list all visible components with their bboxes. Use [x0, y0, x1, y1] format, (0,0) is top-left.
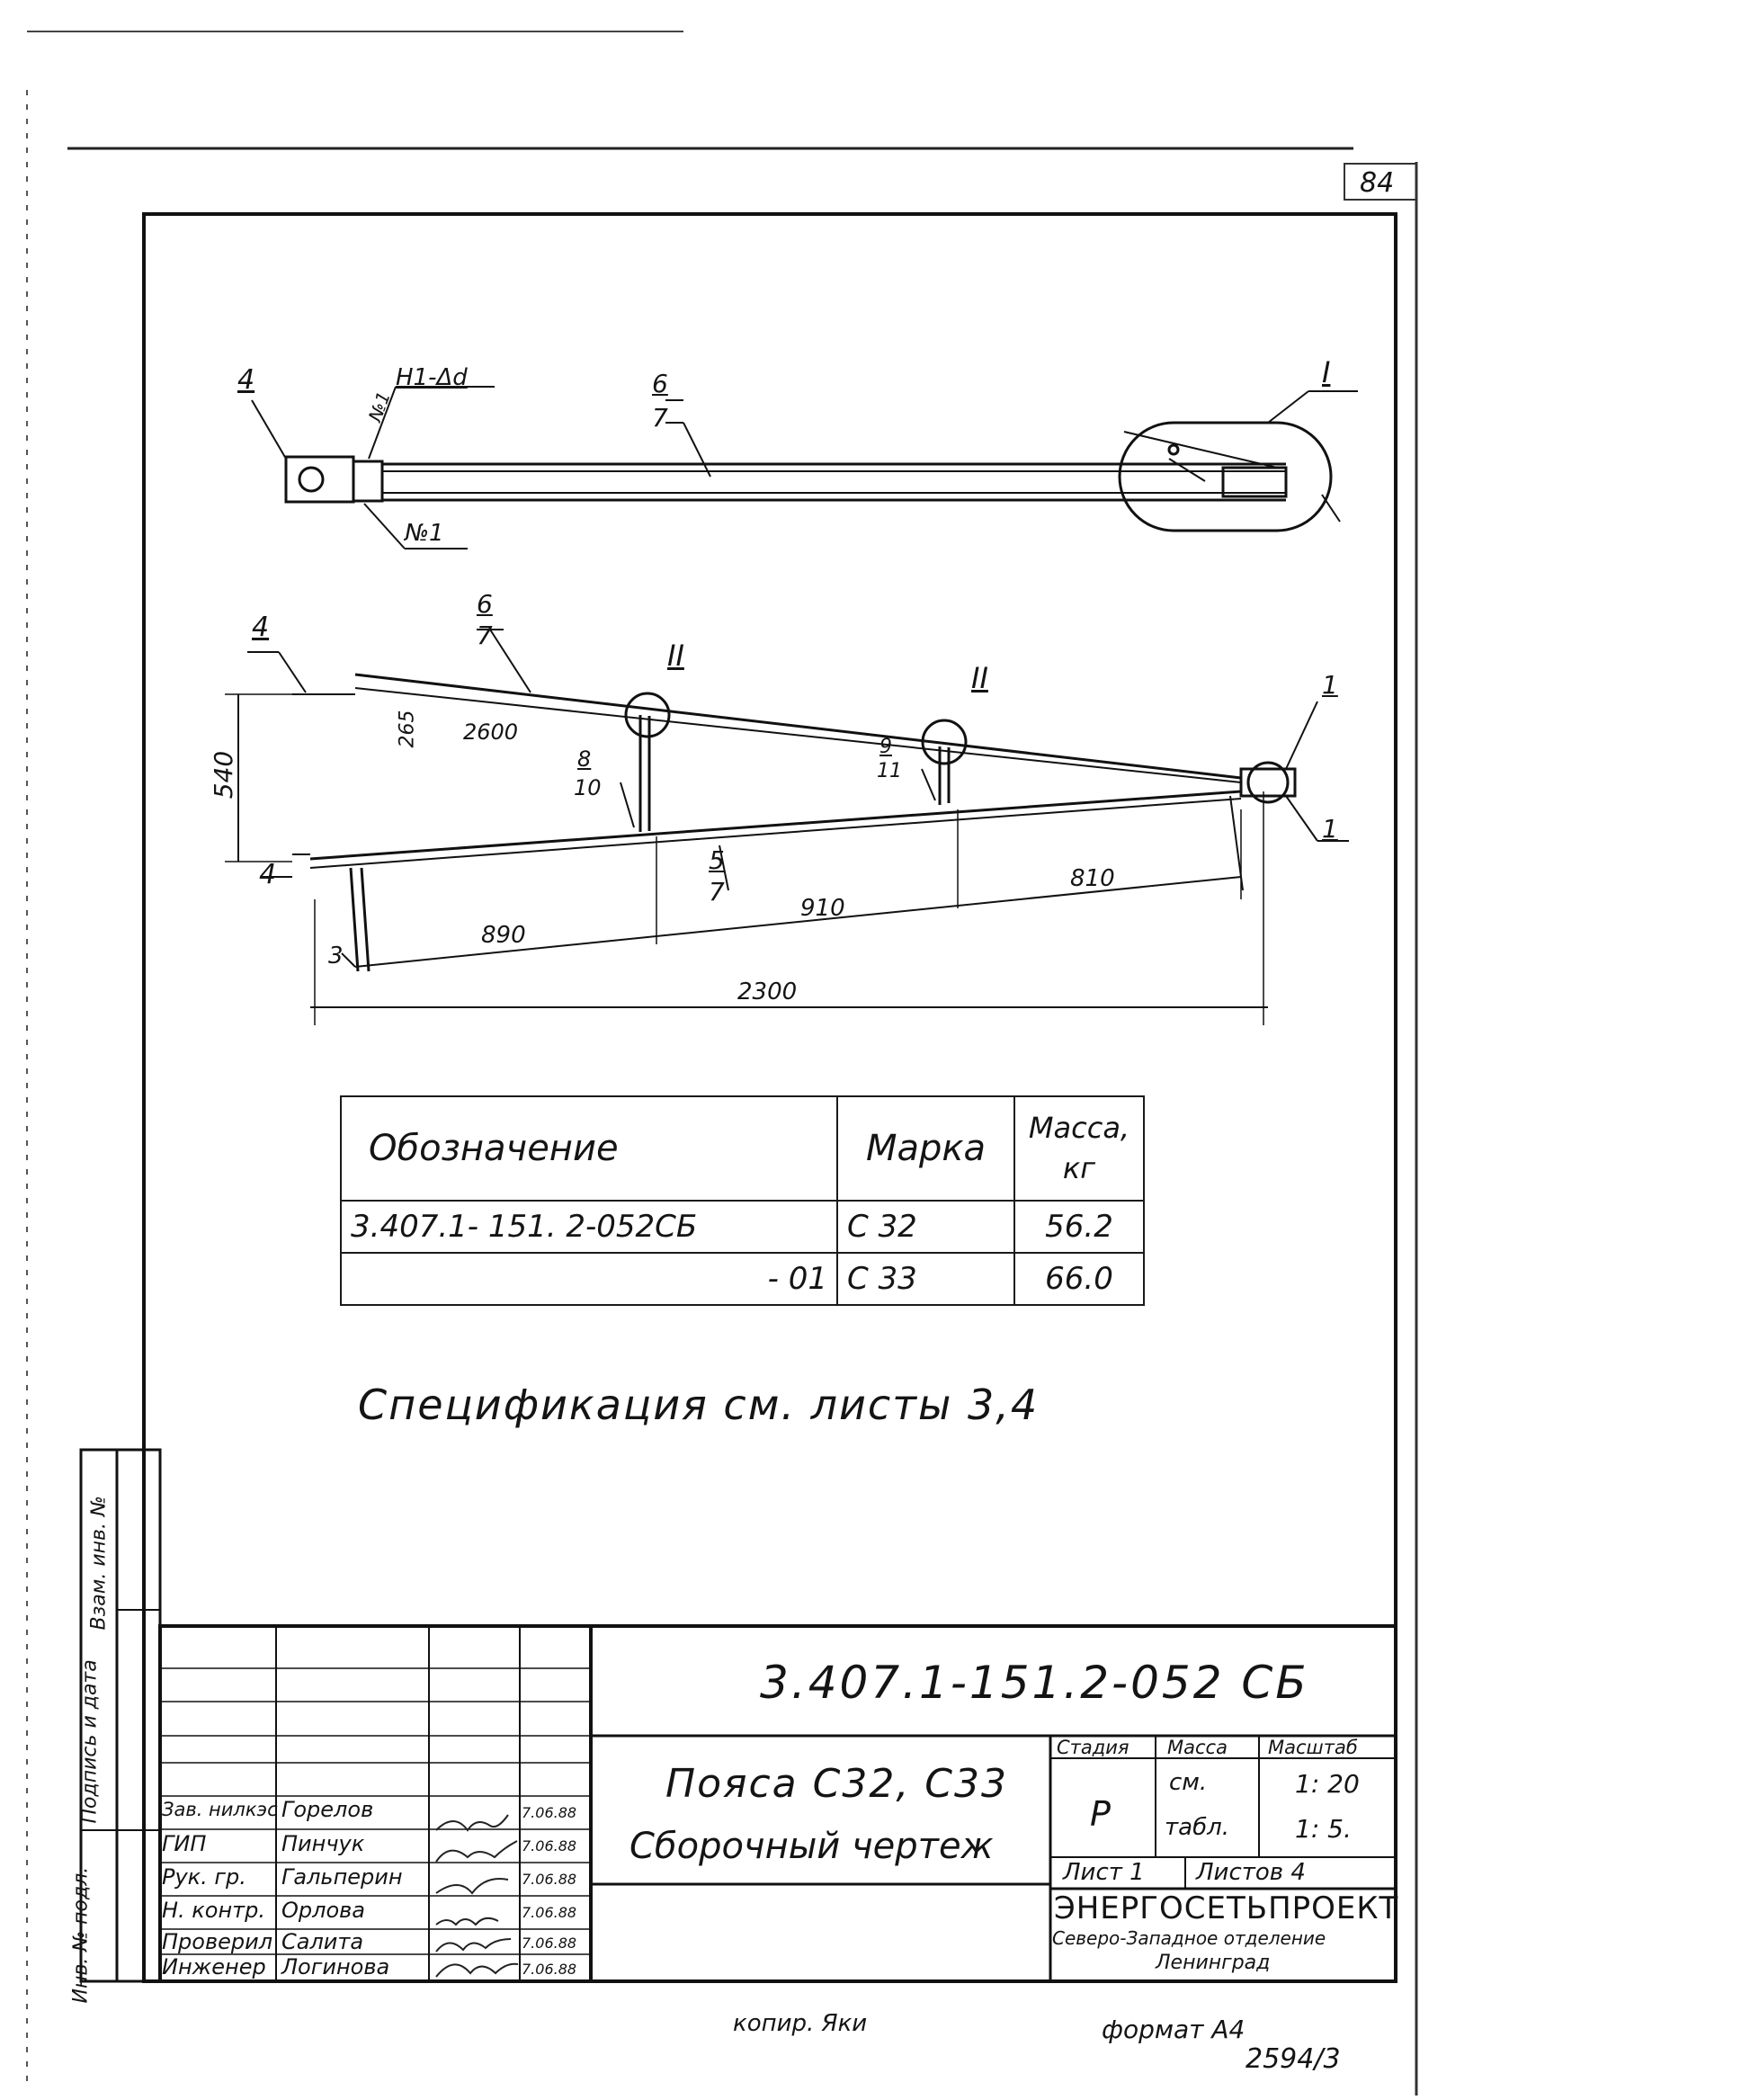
top-label-weld-1-bottom: №1 [405, 520, 444, 547]
drawing-title-line2: Сборочный чертеж [629, 1826, 994, 1867]
side-stamp-grid [79, 1448, 162, 1983]
org-city: Ленинград [1156, 1952, 1271, 1974]
dim-2300: 2300 [737, 979, 798, 1005]
scale-value-2: 1: 5. [1295, 1814, 1352, 1844]
org-name: ЭНЕРГОСЕТЬПРОЕКТ [1054, 1890, 1399, 1926]
staff-role: Зав. нилкэс [162, 1799, 278, 1820]
sheet-number-box [1344, 163, 1417, 201]
staff-date: 7.06.88 [522, 1804, 577, 1821]
side-stamp-replaced-inv: Взам. инв. № [87, 1496, 111, 1631]
front-label-part-7-lower: 7 [709, 877, 725, 907]
staff-date: 7.06.88 [522, 1871, 577, 1888]
header-mark: Марка [836, 1095, 1015, 1202]
staff-name: Логинова [281, 1954, 390, 1979]
front-label-part-9: 9 [879, 736, 892, 758]
archive-number: 2594/3 [1246, 2043, 1341, 2075]
signature-pinchuk [435, 1840, 518, 1863]
row-1-designation: 3.407.1- 151. 2-052СБ [340, 1200, 838, 1254]
front-label-part-4-bottom: 4 [259, 859, 277, 890]
paper-format: формат А4 [1102, 2015, 1246, 2044]
spec-table: Обозначение Марка Масса, кг 3.407.1- 151… [340, 1095, 1145, 1306]
staff-role: Н. контр. [162, 1898, 266, 1923]
document-code: 3.407.1-151.2-052 СБ [760, 1657, 1309, 1709]
row-2-mark: С 33 [836, 1252, 1015, 1306]
staff-date: 7.06.88 [522, 1935, 577, 1952]
dim-890: 890 [481, 922, 526, 949]
side-stamp-inv-number: Инв. № подл. [69, 1866, 93, 2004]
row-2-mass: 66.0 [1013, 1252, 1145, 1306]
dim-910: 910 [800, 895, 845, 922]
top-label-part-4: 4 [237, 364, 255, 396]
staff-name: Орлова [281, 1898, 365, 1923]
node-ii-label-1: II [667, 639, 684, 673]
staff-date: 7.06.88 [522, 1904, 577, 1921]
org-branch: Северо-Западное отделение [1052, 1927, 1326, 1949]
staff-name: Гальперин [281, 1864, 403, 1890]
signature-gorelov [435, 1814, 509, 1832]
sheet-label: Лист 1 [1063, 1859, 1145, 1886]
signature-loginova [435, 1962, 519, 1978]
detail-i-label: I [1322, 355, 1331, 389]
signature-orlova [435, 1917, 499, 1926]
staff-role: Рук. гр. [162, 1864, 246, 1890]
signatures [435, 1814, 519, 1978]
front-label-part-1-top: 1 [1322, 670, 1338, 700]
spec-table-header: Обозначение Марка Масса, кг [340, 1095, 1145, 1202]
drawing-title-line1: Пояса С32, С33 [665, 1761, 1009, 1807]
scale-header: Масштаб [1268, 1737, 1358, 1758]
staff-date: 7.06.88 [522, 1961, 577, 1978]
top-label-part-7: 7 [652, 403, 668, 433]
scale-value-1: 1: 20 [1295, 1769, 1360, 1799]
row-1-mass: 56.2 [1013, 1200, 1145, 1254]
dim-2600: 2600 [463, 719, 519, 745]
mass-value-1: см. [1169, 1769, 1208, 1796]
side-stamp-signature-date: Подпись и дата [78, 1659, 102, 1824]
front-view [225, 629, 1349, 1025]
staff-role: ГИП [162, 1831, 207, 1856]
top-label-h1: H1-Δd [396, 364, 468, 391]
staff-role: Проверил [162, 1929, 273, 1954]
spec-note: Спецификация см. листы 3,4 [358, 1381, 1040, 1429]
staff-role: Инженер [162, 1954, 266, 1979]
front-label-part-1-bottom: 1 [1322, 814, 1338, 844]
front-label-part-8: 8 [577, 746, 592, 772]
staff-name: Пинчук [281, 1831, 365, 1856]
dim-540: 540 [209, 750, 239, 800]
staff-date: 7.06.88 [522, 1837, 577, 1854]
top-label-part-6: 6 [652, 369, 668, 398]
table-row: - 01 С 33 66.0 [340, 1252, 1145, 1306]
front-label-part-7: 7 [477, 621, 493, 650]
detail-i-callout [1118, 421, 1333, 532]
sheets-count: Листов 4 [1196, 1859, 1306, 1886]
row-2-designation: - 01 [340, 1252, 838, 1306]
table-row: 3.407.1- 151. 2-052СБ С 32 56.2 [340, 1200, 1145, 1254]
mass-value-2: табл. [1165, 1814, 1229, 1841]
sheet-number: 84 [1360, 167, 1395, 199]
copied-by: копир. Яки [733, 2010, 868, 2037]
dim-265: 265 [396, 710, 419, 748]
dim-810: 810 [1070, 865, 1115, 892]
front-label-part-11: 11 [877, 760, 902, 782]
header-designation: Обозначение [340, 1095, 838, 1202]
signature-galperin [435, 1878, 509, 1895]
row-1-mark: С 32 [836, 1200, 1015, 1254]
staff-name: Салита [281, 1929, 364, 1954]
front-label-part-4-top: 4 [252, 612, 270, 643]
node-ii-label-2: II [971, 661, 988, 695]
front-label-part-10: 10 [574, 775, 602, 800]
header-mass: Масса, кг [1013, 1095, 1145, 1202]
staff-name: Горелов [281, 1797, 374, 1822]
mass-header: Масса [1167, 1737, 1228, 1758]
stage-value: Р [1090, 1794, 1111, 1834]
front-label-part-5: 5 [709, 845, 725, 875]
signature-salita [435, 1938, 512, 1953]
front-label-part-6: 6 [477, 589, 493, 619]
front-label-part-3: 3 [328, 943, 344, 970]
top-view [251, 386, 1358, 550]
stage-header: Стадия [1057, 1737, 1129, 1758]
